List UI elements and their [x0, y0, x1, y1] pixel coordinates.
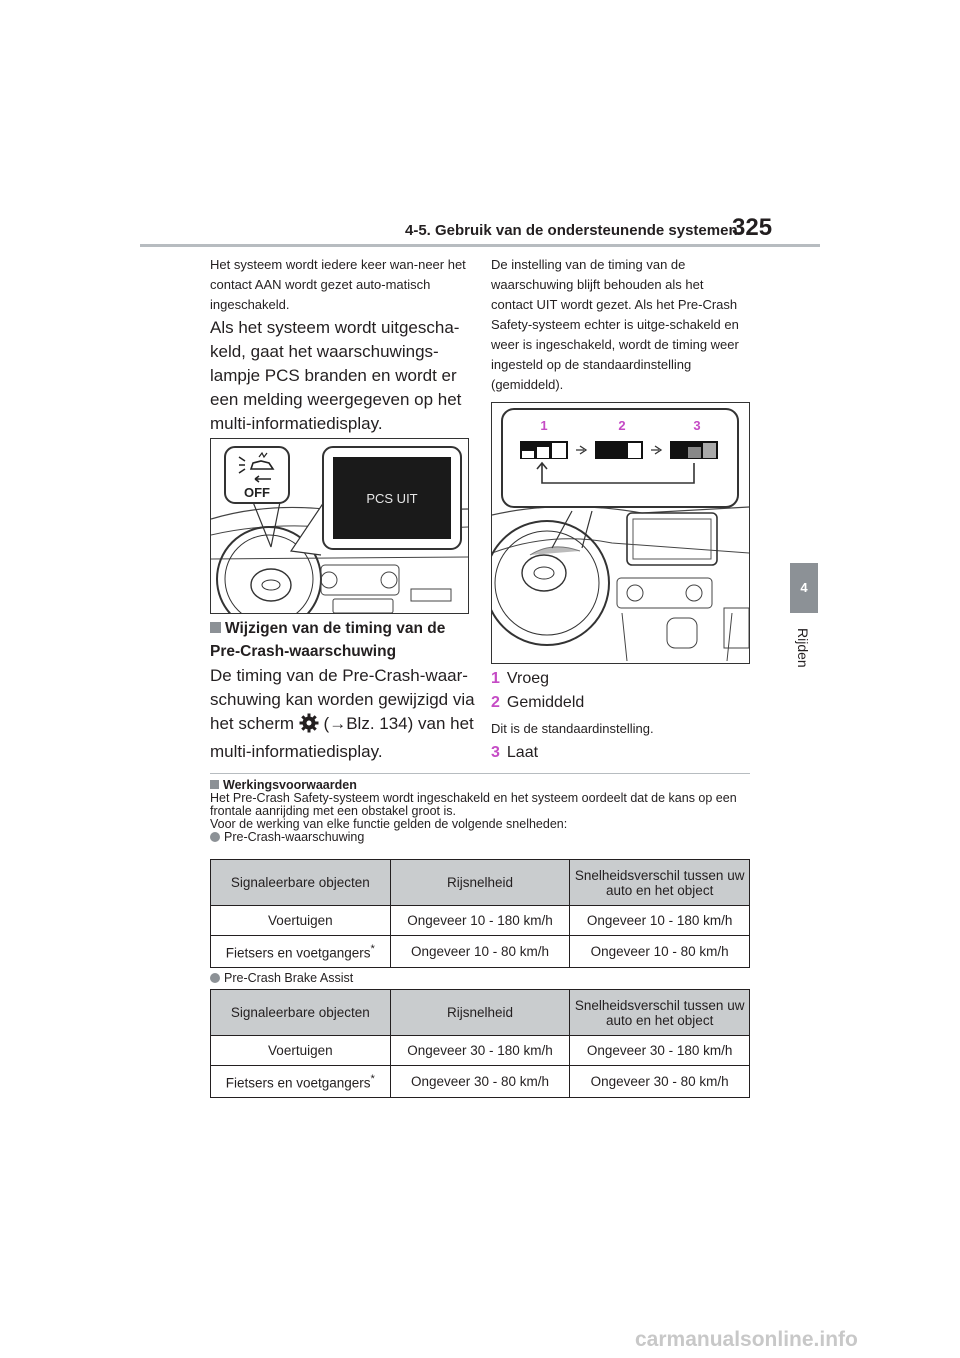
notes-title: Werkingsvoorwaarden: [210, 779, 755, 792]
timing-late-icon: [670, 441, 718, 459]
arrow-right-icon-2: [651, 445, 663, 455]
notes-rule: [210, 773, 750, 774]
table-row: Voertuigen Ongeveer 10 - 180 km/h Ongeve…: [210, 905, 750, 936]
timing-medium-icon: [595, 441, 643, 459]
pcs-off-figure: OFF PCS UIT: [210, 438, 469, 614]
notes-text-2: Voor de werking van elke functie gelden …: [210, 817, 568, 831]
watermark: carmanualsonline.info: [635, 1328, 858, 1351]
return-arrow-icon: [536, 461, 695, 484]
table-header: Snelheidsverschil tussen uw auto en het …: [569, 989, 750, 1036]
dot-bullet-icon: [210, 832, 220, 842]
table-header: Signaleerbare objecten: [210, 859, 391, 906]
table-row: Fietsers en voetgangers* Ongeveer 30 - 8…: [210, 1065, 750, 1098]
intro-small-text: Het systeem wordt iedere keer wan-neer h…: [210, 257, 466, 312]
pcs-warning-icon: [238, 451, 275, 483]
setting-label-2: 2: [618, 418, 625, 433]
setting-label-1: 1: [540, 418, 547, 433]
default-note: Dit is de standaardinstelling.: [491, 721, 654, 736]
warning-speed-table: Signaleerbare objecten Rijsnelheid Snelh…: [210, 859, 750, 968]
arrow-right-icon: [576, 445, 588, 455]
table-row: Voertuigen Ongeveer 30 - 180 km/h Ongeve…: [210, 1035, 750, 1066]
header-rule: [140, 244, 820, 247]
asterisk: *: [370, 1072, 375, 1085]
heading-square-icon: [210, 622, 221, 633]
page-number: 325: [732, 214, 773, 241]
notes-text-1: Het Pre-Crash Safety-systeem wordt inges…: [210, 791, 737, 818]
timing-paragraph: De timing van de Pre-Crash-waar-schuwing…: [210, 666, 475, 761]
gear-icon: [299, 713, 319, 740]
icon-off-text: OFF: [244, 485, 270, 500]
table-header: Signaleerbare objecten: [210, 989, 391, 1036]
square-bullet-icon: [210, 780, 219, 789]
table-header: Rijsnelheid: [389, 859, 571, 906]
dashboard-illustration: OFF PCS UIT: [211, 446, 468, 613]
intro-big-text: Als het systeem wordt uitgescha-keld, ga…: [210, 318, 462, 433]
chapter-label: Rijden: [795, 628, 811, 668]
table-header: Snelheidsverschil tussen uw auto en het …: [569, 859, 750, 906]
bullet-brake-assist: Pre-Crash Brake Assist: [210, 971, 353, 985]
section-title: 4-5. Gebruik van de ondersteunende syste…: [405, 222, 738, 239]
asterisk: *: [370, 942, 375, 955]
table-header: Rijsnelheid: [389, 989, 571, 1036]
bullet-pre-crash-warning: Pre-Crash-waarschuwing: [210, 831, 755, 844]
dot-bullet-icon: [210, 973, 220, 983]
chapter-tab: 4: [790, 563, 818, 613]
brake-assist-speed-table: Signaleerbare objecten Rijsnelheid Snelh…: [210, 989, 750, 1098]
operating-conditions: Werkingsvoorwaarden Het Pre-Crash Safety…: [210, 779, 755, 844]
timing-setting-figure: 1 2 3: [491, 402, 750, 664]
display-pcs-uit-text: PCS UIT: [366, 491, 417, 506]
timing-early-icon: [520, 441, 568, 459]
timing-illustration: 1 2 3: [492, 408, 749, 662]
setting-label-3: 3: [693, 418, 700, 433]
timing-heading: Wijzigen van de timing van de Pre-Crash-…: [210, 620, 446, 660]
table-row: Fietsers en voetgangers* Ongeveer 10 - 8…: [210, 935, 750, 968]
timing-retention-text: De instelling van de timing van de waars…: [491, 257, 739, 392]
